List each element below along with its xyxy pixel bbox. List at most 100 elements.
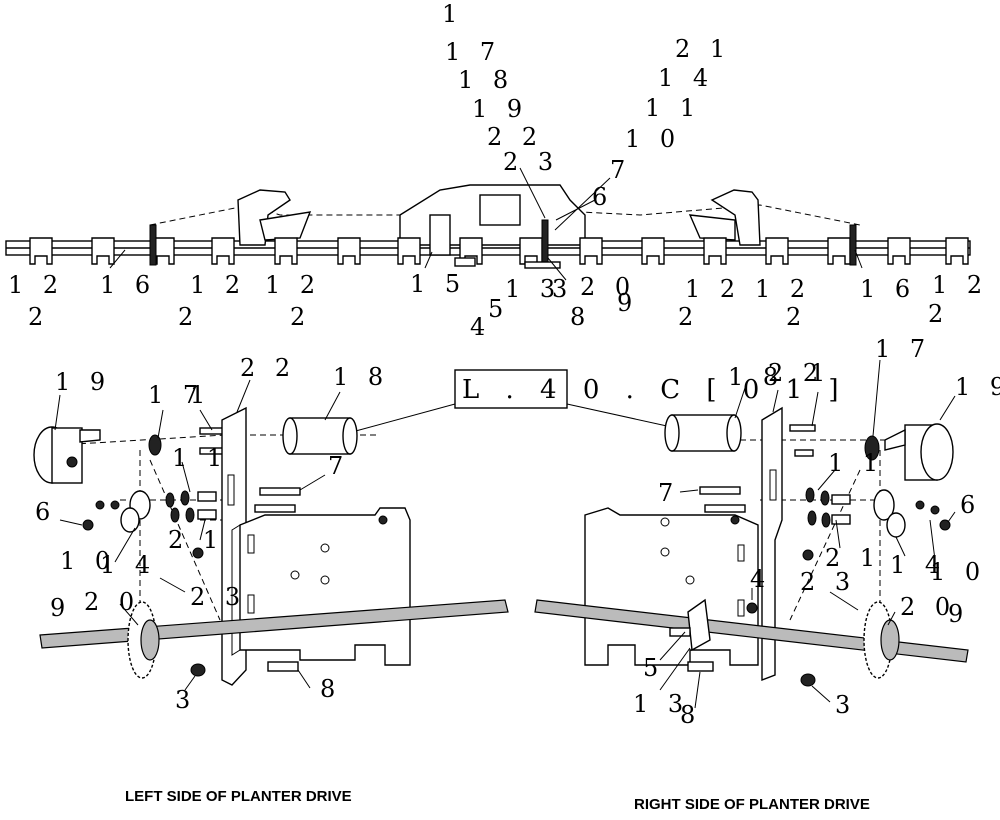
left-callout-11: 1 1 — [172, 444, 228, 472]
row-clamp — [945, 237, 969, 265]
left-bolt-8 — [267, 661, 299, 672]
left-callout-8: 8 — [320, 675, 341, 703]
callout-8: 8 — [570, 303, 591, 331]
left-callouts: 1 9 1 7 1 2 2 1 8 1 1 7 6 1 0 2 1 1 4 2 … — [35, 354, 383, 714]
right-bushing — [664, 414, 742, 452]
callout-12e: 1 2 — [755, 275, 811, 303]
right-callout-22: 2 2 — [768, 359, 824, 387]
callout-12c: 1 2 — [265, 271, 321, 299]
callout-16a: 1 6 — [100, 271, 156, 299]
left-nut — [190, 663, 206, 677]
row-clamp — [765, 237, 789, 265]
row-unit-clamps — [29, 237, 969, 265]
left-bushing — [282, 417, 358, 455]
right-callout-11: 1 1 — [828, 449, 884, 477]
right-sensor-plate — [687, 598, 711, 652]
left-callout-23: 2 3 — [190, 583, 246, 611]
callout-12d: 1 2 — [685, 275, 741, 303]
callout-12f: 1 2 — [932, 271, 988, 299]
right-callout-17: 1 7 — [875, 335, 931, 363]
callout-13: 1 3 — [505, 275, 561, 303]
right-callout-8: 8 — [680, 701, 701, 729]
callout-19: 1 9 — [472, 95, 528, 123]
row-clamp — [827, 237, 851, 265]
callout-12b: 1 2 — [190, 271, 246, 299]
callout-5: 5 — [488, 295, 509, 323]
left-callout-19: 1 9 — [55, 368, 111, 396]
left-callout-7: 7 — [328, 452, 349, 480]
callout-1: 1 — [442, 0, 463, 28]
left-caption: LEFT SIDE OF PLANTER DRIVE — [125, 788, 352, 805]
right-drive-shaft — [534, 599, 969, 663]
left-leader-lines — [54, 379, 341, 691]
left-drive-stack — [149, 224, 157, 266]
callout-2f: 2 — [928, 300, 949, 328]
left-motor — [33, 426, 101, 484]
row-clamp — [337, 237, 361, 265]
row-clamp — [519, 237, 543, 265]
right-callout-14: 1 4 — [890, 551, 946, 579]
top-leader-lines — [109, 167, 863, 281]
left-callout-21: 2 1 — [168, 526, 224, 554]
row-clamp — [579, 237, 603, 265]
callout-2a: 2 — [28, 303, 49, 331]
row-clamp — [703, 237, 727, 265]
reference-box-frame — [454, 369, 568, 409]
callout-16b: 1 6 — [860, 275, 916, 303]
right-callout-7: 7 — [658, 479, 679, 507]
left-idler-stack — [82, 490, 217, 533]
right-callout-6: 6 — [960, 491, 981, 519]
right-motor — [884, 423, 954, 481]
callout-11: 1 1 — [645, 94, 701, 122]
right-callout-10: 1 0 — [930, 558, 986, 586]
row-clamp — [29, 237, 53, 265]
top-callouts: 1 1 7 1 8 1 9 2 2 2 3 2 1 1 4 1 1 1 0 7 … — [8, 0, 988, 341]
row-clamp — [397, 237, 421, 265]
row-clamp — [641, 237, 665, 265]
left-sprocket-small — [148, 434, 162, 456]
right-mount-plate — [761, 406, 783, 682]
left-callout-20: 2 0 — [84, 588, 140, 616]
callout-2d: 2 — [678, 303, 699, 331]
right-bolt-8 — [687, 661, 714, 672]
right-callout-5: 5 — [643, 654, 664, 682]
right-callout-18: 1 8 — [728, 363, 784, 391]
right-callout-4: 4 — [750, 565, 771, 593]
right-drive-sprocket — [863, 601, 900, 679]
right-side-view — [534, 406, 969, 687]
callout-20: 2 0 — [580, 273, 636, 301]
callout-9: 9 — [617, 289, 638, 317]
left-callout-6: 6 — [35, 498, 56, 526]
callout-7: 7 — [610, 156, 631, 184]
right-bracket — [584, 507, 759, 666]
left-side-view — [33, 406, 509, 686]
right-callout-13: 1 3 — [633, 690, 689, 718]
toolbar-overview — [5, 184, 971, 269]
callout-21: 2 1 — [675, 35, 731, 63]
center-drive-stack — [541, 219, 549, 266]
row-clamp — [91, 237, 115, 265]
callout-4: 4 — [470, 313, 491, 341]
callout-10: 1 0 — [625, 125, 681, 153]
left-callout-10: 1 0 — [60, 547, 116, 575]
left-callout-3: 3 — [175, 686, 196, 714]
right-callout-19: 1 9 — [955, 373, 1000, 401]
right-sprocket-small — [864, 435, 880, 461]
right-nut — [800, 673, 816, 687]
right-caption: RIGHT SIDE OF PLANTER DRIVE — [634, 796, 870, 813]
right-frame — [688, 189, 761, 246]
right-callout-21: 2 1 — [825, 544, 881, 572]
row-clamp — [274, 237, 298, 265]
left-callout-14: 1 4 — [100, 551, 156, 579]
right-callout-3: 3 — [835, 691, 856, 719]
callout-3: 3 — [552, 275, 573, 303]
right-idler-stack — [802, 487, 951, 561]
right-callout-20: 2 0 — [900, 593, 956, 621]
left-frame — [237, 189, 312, 246]
right-callouts: 1 8 2 2 1 1 7 1 9 1 1 7 6 2 1 1 4 1 0 2 … — [633, 335, 1000, 729]
right-callout-23: 2 3 — [800, 568, 856, 596]
left-callout-17: 1 7 — [148, 381, 204, 409]
callout-17: 1 7 — [445, 38, 501, 66]
callout-12a: 1 2 — [8, 271, 64, 299]
left-callout-22: 2 2 — [240, 354, 296, 382]
